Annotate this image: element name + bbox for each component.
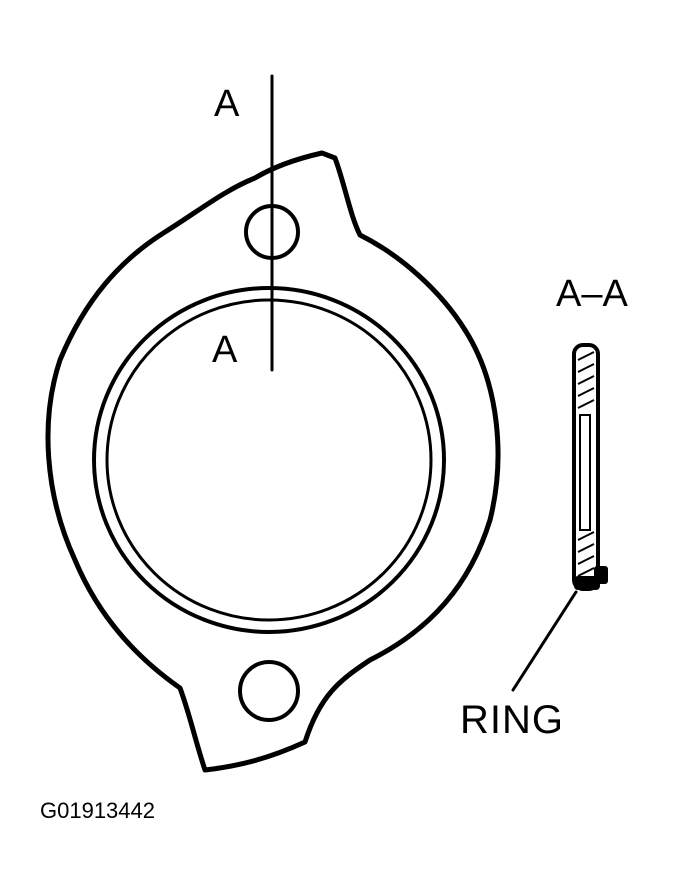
gasket-outline xyxy=(45,150,501,773)
section-mark-top: A xyxy=(214,83,240,125)
cross-section-hatch-top xyxy=(577,351,595,409)
cross-section-core xyxy=(579,414,591,531)
ring-outer-edge xyxy=(92,286,446,634)
ring-base xyxy=(574,576,600,590)
section-mark-inner: A xyxy=(212,329,238,371)
ring-inner-edge xyxy=(105,298,433,622)
cross-section-view xyxy=(572,343,608,591)
cross-section-hatch-bottom xyxy=(577,531,595,577)
figure-id: G01913442 xyxy=(40,798,155,823)
ring-label: RING xyxy=(460,698,564,742)
ring-leader-line xyxy=(511,590,578,692)
bolt-hole-bottom xyxy=(238,660,300,722)
section-view-title: A–A xyxy=(556,273,628,315)
